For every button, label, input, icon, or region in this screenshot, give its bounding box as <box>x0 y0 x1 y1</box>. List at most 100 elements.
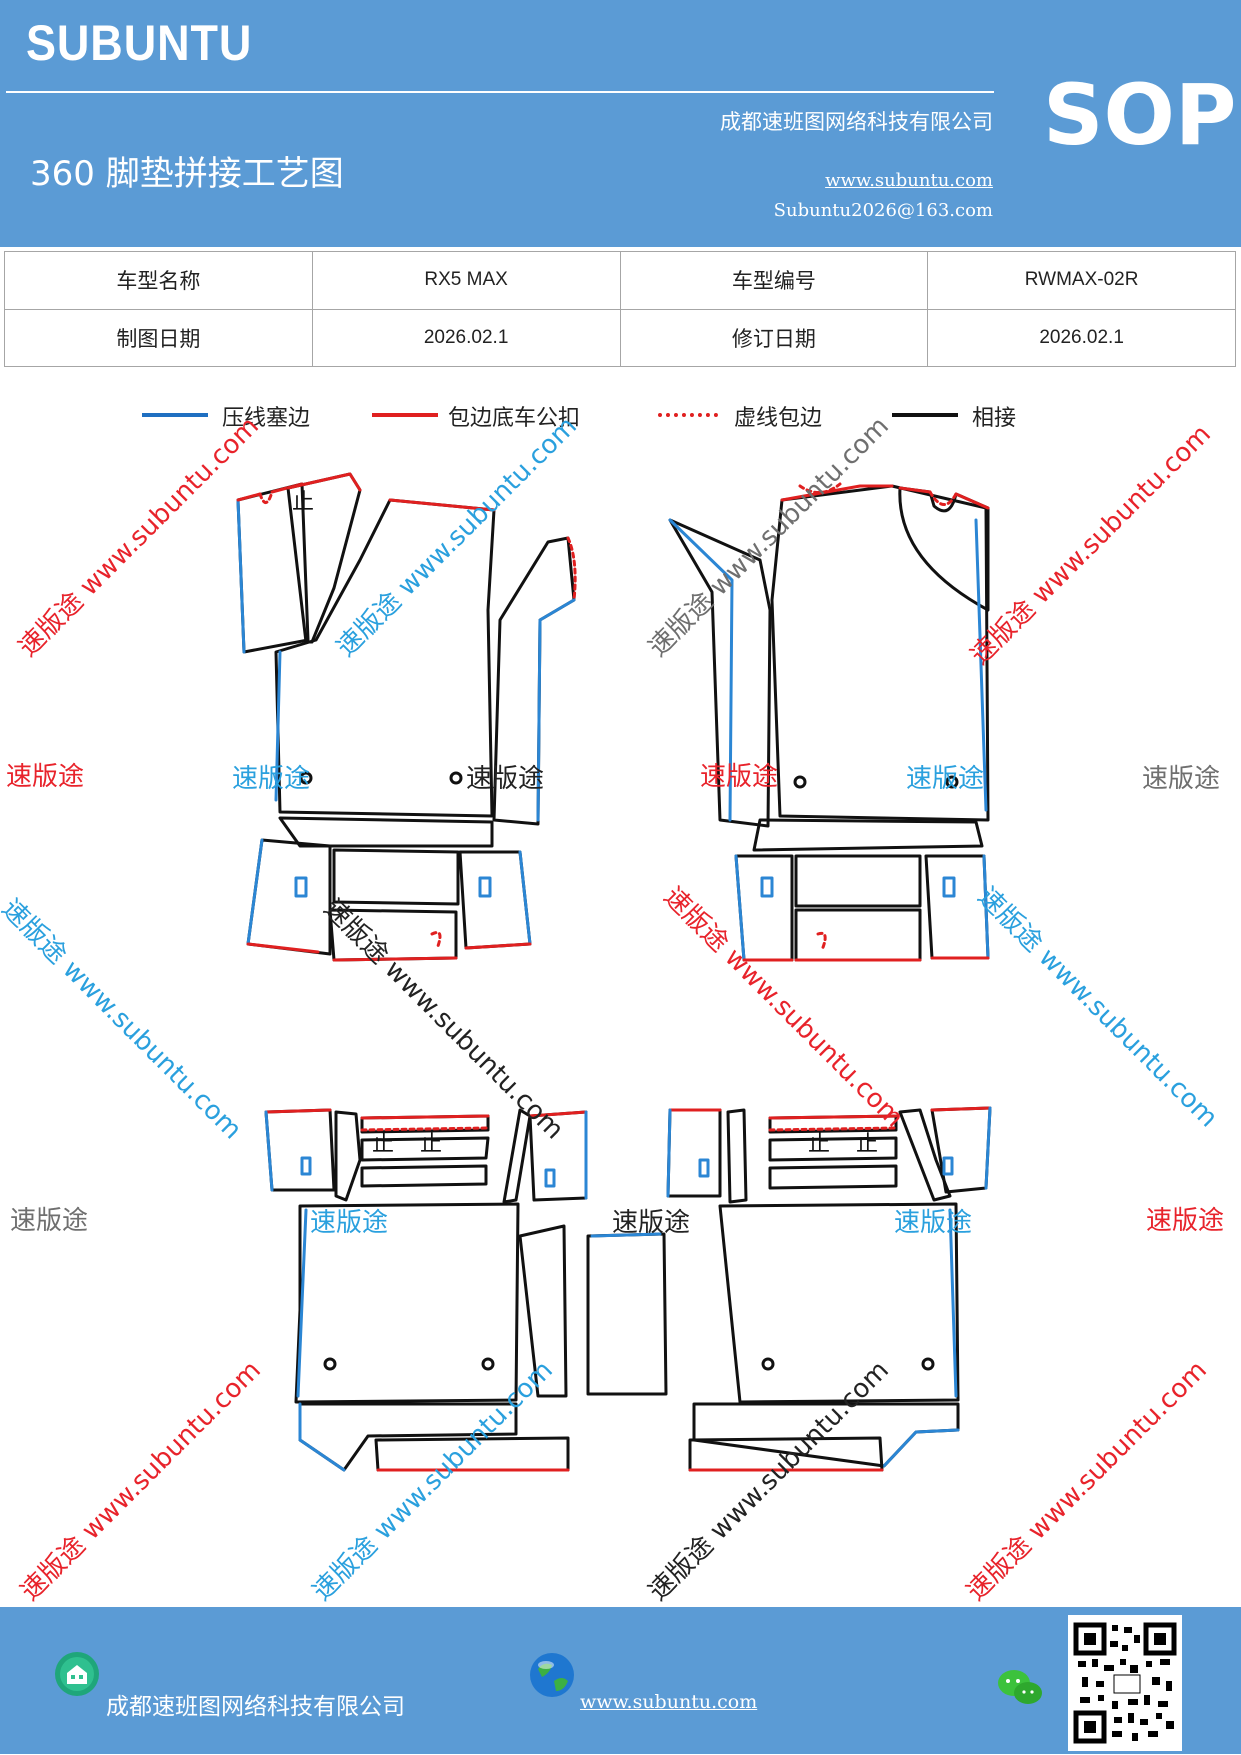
mat-edge <box>246 942 320 954</box>
mat-edge <box>264 1108 332 1114</box>
mat-piece <box>274 498 496 818</box>
email-address: Subuntu2026@163.com <box>773 200 993 221</box>
mat-edge <box>360 1126 490 1132</box>
mat-edge <box>780 484 894 502</box>
mat-set-rear-left <box>264 1108 588 1472</box>
mat-edge <box>668 518 734 822</box>
watermark-brand: 速版途 <box>906 764 985 794</box>
model-code-label: 车型编号 <box>619 251 929 310</box>
mat-piece <box>458 850 532 950</box>
line-legend: 压线塞边 包边底车公扣 虚线包边 相接 <box>0 400 1241 440</box>
legend-swatch-red <box>372 413 438 417</box>
mat-edge <box>236 498 246 654</box>
mat-piece <box>768 1164 898 1190</box>
clip-hole <box>761 1357 775 1371</box>
slot-mark <box>294 876 308 898</box>
mat-piece <box>794 908 922 962</box>
watermark-brand: 速版途 <box>1142 764 1221 794</box>
mat-edge <box>930 1106 992 1112</box>
draw-date-label: 制图日期 <box>4 308 313 367</box>
watermark-brand: 速版途 <box>612 1208 691 1238</box>
legend-swatch-blue <box>142 413 208 417</box>
clip-hole <box>299 771 313 785</box>
mat-edge <box>298 1402 346 1472</box>
mat-edge <box>246 838 264 946</box>
clip-hole <box>481 1357 495 1371</box>
mat-edge <box>590 1232 662 1238</box>
wechat-icon[interactable] <box>996 1667 1044 1709</box>
mat-piece <box>360 1136 490 1162</box>
mat-edge <box>666 1108 672 1198</box>
mat-edge <box>464 942 532 950</box>
mat-piece <box>502 1108 532 1204</box>
slot-mark <box>942 1156 954 1176</box>
mat-edge <box>974 518 988 812</box>
model-name-value: RX5 MAX <box>311 251 621 310</box>
mat-edge <box>882 1428 960 1468</box>
mat-edge <box>332 956 458 962</box>
watermark-brand: 速版途 <box>232 764 311 794</box>
mat-piece <box>898 1108 952 1202</box>
mat-edge <box>286 472 362 492</box>
watermark-brand: 速版途 <box>6 762 85 792</box>
website-link[interactable]: www.subuntu.com <box>825 170 993 191</box>
clip-hole <box>449 771 463 785</box>
slot-mark <box>300 1156 312 1176</box>
footer-website-link[interactable]: www.subuntu.com <box>580 1691 758 1713</box>
mat-edge <box>768 1114 898 1120</box>
model-name-label: 车型名称 <box>4 251 313 310</box>
slot-mark <box>478 876 492 898</box>
page-title: 360 脚垫拼接工艺图 <box>30 154 344 194</box>
mat-edge <box>928 490 958 506</box>
mat-piece <box>794 854 922 908</box>
legend-swatch-red-dotted <box>658 413 718 417</box>
mat-set-rear-right <box>666 1106 992 1472</box>
stop-mark: 止 <box>420 1132 443 1157</box>
sop-badge: SOP <box>1043 66 1237 164</box>
mat-edge <box>798 482 842 494</box>
vehicle-info-table: 车型名称 RX5 MAX 车型编号 RWMAX-02R 制图日期 2026.02… <box>4 251 1236 367</box>
mat-piece <box>294 1202 520 1404</box>
stop-mark: 止 <box>372 1132 395 1157</box>
clip-hole <box>793 775 807 789</box>
floor-mat-diagram <box>236 472 992 1472</box>
slot-mark <box>544 1168 556 1188</box>
mat-edge <box>360 1114 490 1120</box>
mat-set-front-left <box>236 472 577 962</box>
stop-mark: 止 <box>856 1132 879 1157</box>
mat-set-center <box>586 1232 668 1396</box>
slot-mark <box>942 876 956 898</box>
building-icon <box>55 1652 99 1696</box>
mat-piece <box>666 1108 722 1198</box>
mat-edge <box>258 490 274 504</box>
table-row: 制图日期 2026.02.1 修订日期 2026.02.1 <box>4 308 1236 367</box>
mat-piece <box>278 816 494 848</box>
clip-hole <box>945 775 959 789</box>
slot-mark <box>698 1158 710 1178</box>
mat-edge <box>898 486 990 510</box>
mat-piece <box>930 1106 992 1194</box>
mat-edge <box>296 1208 308 1398</box>
mat-piece <box>726 1108 748 1204</box>
mat-edge <box>948 1208 958 1398</box>
company-name: 成都速班图网络科技有限公司 <box>720 110 993 134</box>
header-divider <box>6 91 994 93</box>
clip-hole <box>921 1357 935 1371</box>
qr-code <box>1068 1615 1182 1751</box>
watermark-brand: 速版途 <box>700 762 779 792</box>
mat-piece <box>586 1232 668 1396</box>
mat-edge <box>734 854 746 962</box>
mat-edge <box>536 598 576 822</box>
mat-edge <box>528 1110 588 1118</box>
mat-edge <box>816 931 827 952</box>
watermark-brand: 速版途 <box>310 1208 389 1238</box>
mat-piece <box>518 1224 568 1398</box>
model-code-value: RWMAX-02R <box>927 251 1236 310</box>
legend-swatch-black <box>892 413 958 417</box>
legend-label: 相接 <box>972 406 1017 431</box>
legend-label: 虚线包边 <box>734 406 823 431</box>
header-banner: SUBUNTU 360 脚垫拼接工艺图 成都速班图网络科技有限公司 www.su… <box>0 0 1241 247</box>
legend-label: 包边底车公扣 <box>448 406 581 431</box>
mat-piece <box>898 486 990 612</box>
legend-label: 压线塞边 <box>222 406 311 431</box>
